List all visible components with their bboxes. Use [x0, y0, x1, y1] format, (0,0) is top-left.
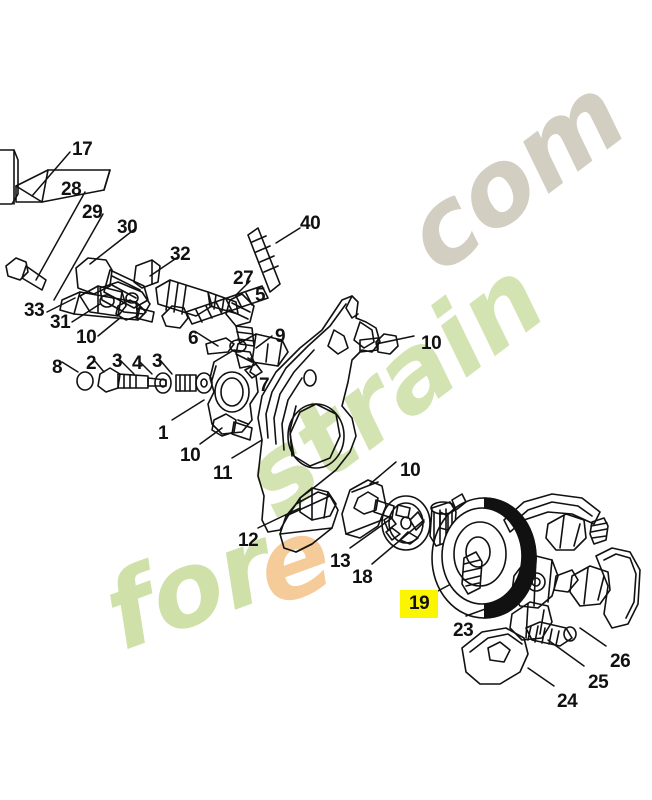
- part-6-pin: [205, 337, 247, 355]
- part-12-guide-plate: [279, 491, 339, 553]
- callout-3-b: 3: [152, 351, 163, 372]
- callout-2: 2: [86, 353, 97, 374]
- part-31-link: [99, 281, 151, 315]
- callout-3-a: 3: [112, 351, 123, 372]
- callout-33: 33: [24, 300, 45, 321]
- part-clutch-shoe-lower: [461, 627, 529, 685]
- callout-24: 24: [557, 691, 578, 712]
- callout-18: 18: [352, 567, 373, 588]
- part-2-screw: [97, 367, 167, 393]
- callout-10-d: 10: [400, 460, 421, 481]
- callout-32: 32: [170, 244, 191, 265]
- callout-31: 31: [50, 312, 71, 333]
- part-clutch-shoe-right: [595, 547, 641, 629]
- callout-7: 7: [259, 375, 270, 396]
- part-spring-left: [461, 551, 483, 595]
- callout-9: 9: [275, 326, 286, 347]
- callout-5: 5: [255, 285, 266, 306]
- part-3-washer-a: [154, 372, 172, 394]
- part-1-oil-pump-body: [207, 349, 259, 435]
- part-13-spacer: [341, 479, 387, 539]
- part-19-clutch-drum: [431, 493, 537, 619]
- part-17-cover-plate: [15, 169, 111, 203]
- part-4-spring: [175, 374, 197, 392]
- callout-25: 25: [588, 672, 609, 693]
- part-bolt-left: [5, 257, 47, 291]
- part-shoe-fragment-mid: [545, 513, 587, 551]
- part-10-bolt-a: [115, 299, 155, 323]
- callout-30: 30: [117, 217, 138, 238]
- callout-17: 17: [72, 139, 93, 160]
- part-18-sprocket-washer: [381, 495, 431, 551]
- part-cutoff-left: [0, 149, 19, 205]
- callout-13: 13: [330, 551, 351, 572]
- part-3-washer-b: [195, 372, 213, 394]
- part-11-housing: [257, 295, 381, 533]
- callout-26: 26: [610, 651, 631, 672]
- part-32-block: [133, 259, 161, 289]
- part-9-sleeve: [235, 333, 289, 367]
- callout-10-a: 10: [76, 327, 97, 348]
- callout-19-highlighted: 19: [400, 590, 439, 618]
- callout-10-c: 10: [421, 333, 442, 354]
- callout-11: 11: [213, 463, 233, 484]
- callout-23: 23: [453, 620, 474, 641]
- callout-10-b: 10: [180, 445, 201, 466]
- part-10-bolt-b: [211, 413, 253, 441]
- callout-12: 12: [238, 530, 259, 551]
- callout-28: 28: [61, 179, 82, 200]
- callout-40: 40: [300, 213, 321, 234]
- callout-29: 29: [82, 202, 103, 223]
- callout-4: 4: [132, 353, 143, 374]
- part-clutch-shoe-upper: [503, 493, 601, 533]
- part-spring-small-right: [589, 517, 609, 545]
- callout-1: 1: [158, 423, 169, 444]
- part-8-plug: [76, 371, 94, 391]
- part-26-spring: [525, 621, 577, 647]
- callout-8: 8: [52, 357, 63, 378]
- part-30-clamp: [79, 285, 127, 317]
- callout-6: 6: [188, 328, 199, 349]
- part-25-shoe-fragment: [509, 601, 553, 641]
- part-40-stud: [247, 227, 281, 293]
- part-10-bolt-c: [359, 333, 399, 355]
- callout-27: 27: [233, 268, 254, 289]
- part-24-shoe-fragment: [569, 565, 611, 607]
- part-23-clutch-carrier: [511, 555, 579, 609]
